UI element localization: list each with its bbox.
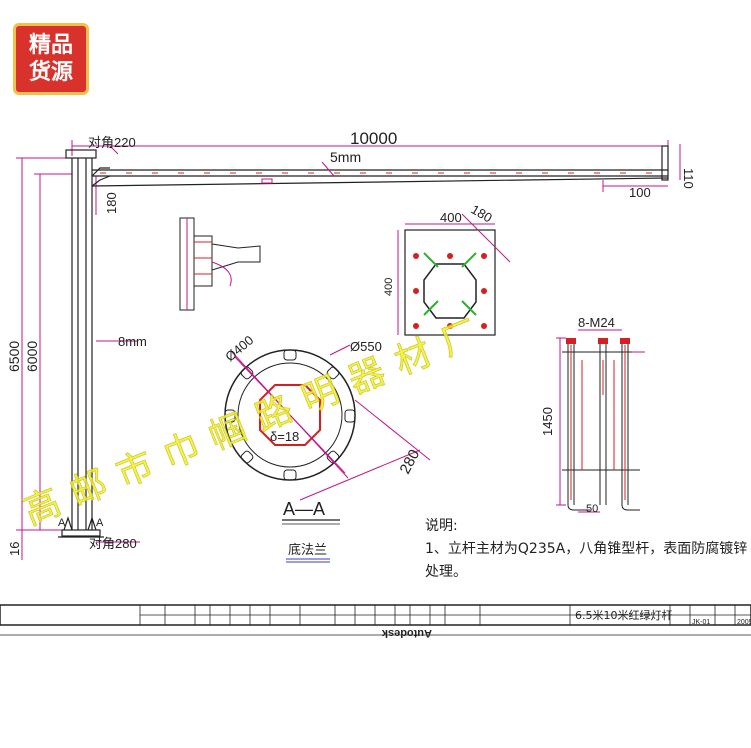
section-title: A—A: [283, 499, 325, 519]
dim-bolt-foot: 50: [586, 503, 598, 515]
dim-bolt-length: 1450: [540, 407, 555, 436]
drawing-number: JK-01: [692, 619, 710, 626]
dim-height-total: 6500: [6, 341, 22, 372]
notes-line-1: 1、立杆主材为Q235A，八角锥型杆，表面防腐镀锌: [425, 541, 748, 557]
software-mark: Autodesk: [381, 627, 432, 639]
pole-elevation: 10000 5mm 对角220 100 8mm 对角280 110 180 65…: [6, 129, 696, 560]
dim-flange-outer: Ø550: [350, 339, 382, 354]
dim-span: 10000: [350, 129, 397, 148]
dim-arm-end: 110: [681, 168, 696, 189]
bolt-spec: 8-M24: [578, 315, 615, 330]
dim-arm-wall: 5mm: [330, 149, 361, 165]
dim-flange-thickness: δ=18: [270, 429, 299, 444]
bracket-detail: [179, 217, 261, 311]
base-plate-plan: 400 180 400: [383, 202, 511, 336]
drawing-name: 6.5米10米红绿灯杆: [575, 608, 673, 622]
dim-diag-bottom: 对角280: [89, 536, 137, 551]
section-mark-right: A: [96, 517, 104, 529]
notes-title: 说明:: [425, 518, 458, 534]
title-block: 6.5米10米红绿灯杆 JK-01 2009 Autodesk: [0, 604, 751, 639]
dim-diag-top: 对角220: [88, 135, 136, 150]
brand-badge: 精品 货源: [13, 23, 89, 95]
flange-caption: 底法兰: [288, 542, 327, 558]
badge-line-1: 精品: [28, 33, 73, 58]
dim-plate-width: 400: [440, 210, 462, 225]
elevation-dimension-lines: [16, 140, 681, 560]
arm-joint-marker: [261, 178, 273, 184]
dim-base-height: 16: [7, 542, 22, 556]
dim-height-pole: 6000: [24, 341, 40, 372]
section-mark-left: A: [58, 517, 66, 529]
dim-plate-diag: 180: [469, 202, 495, 226]
watermark-text: 高邮市巾帼路明器材厂: [18, 308, 497, 533]
dim-plate-height: 400: [383, 278, 395, 296]
badge-line-2: 货源: [28, 60, 73, 85]
watermark: 高邮市巾帼路明器材厂: [18, 308, 498, 534]
anchor-bolt-cage: 8-M24 1450 50: [540, 315, 645, 515]
notes: 说明: 1、立杆主材为Q235A，八角锥型杆，表面防腐镀锌 处理。: [425, 515, 747, 584]
flange-section: Ø400 Ø550 δ=18 280 A—A 底法兰: [222, 332, 431, 563]
notes-line-2: 处理。: [425, 564, 467, 580]
drawing-year: 2009: [737, 619, 751, 626]
dim-arm-tip: 100: [629, 185, 651, 200]
dim-bracket: 180: [104, 192, 119, 214]
dim-pole-wall: 8mm: [118, 334, 147, 349]
